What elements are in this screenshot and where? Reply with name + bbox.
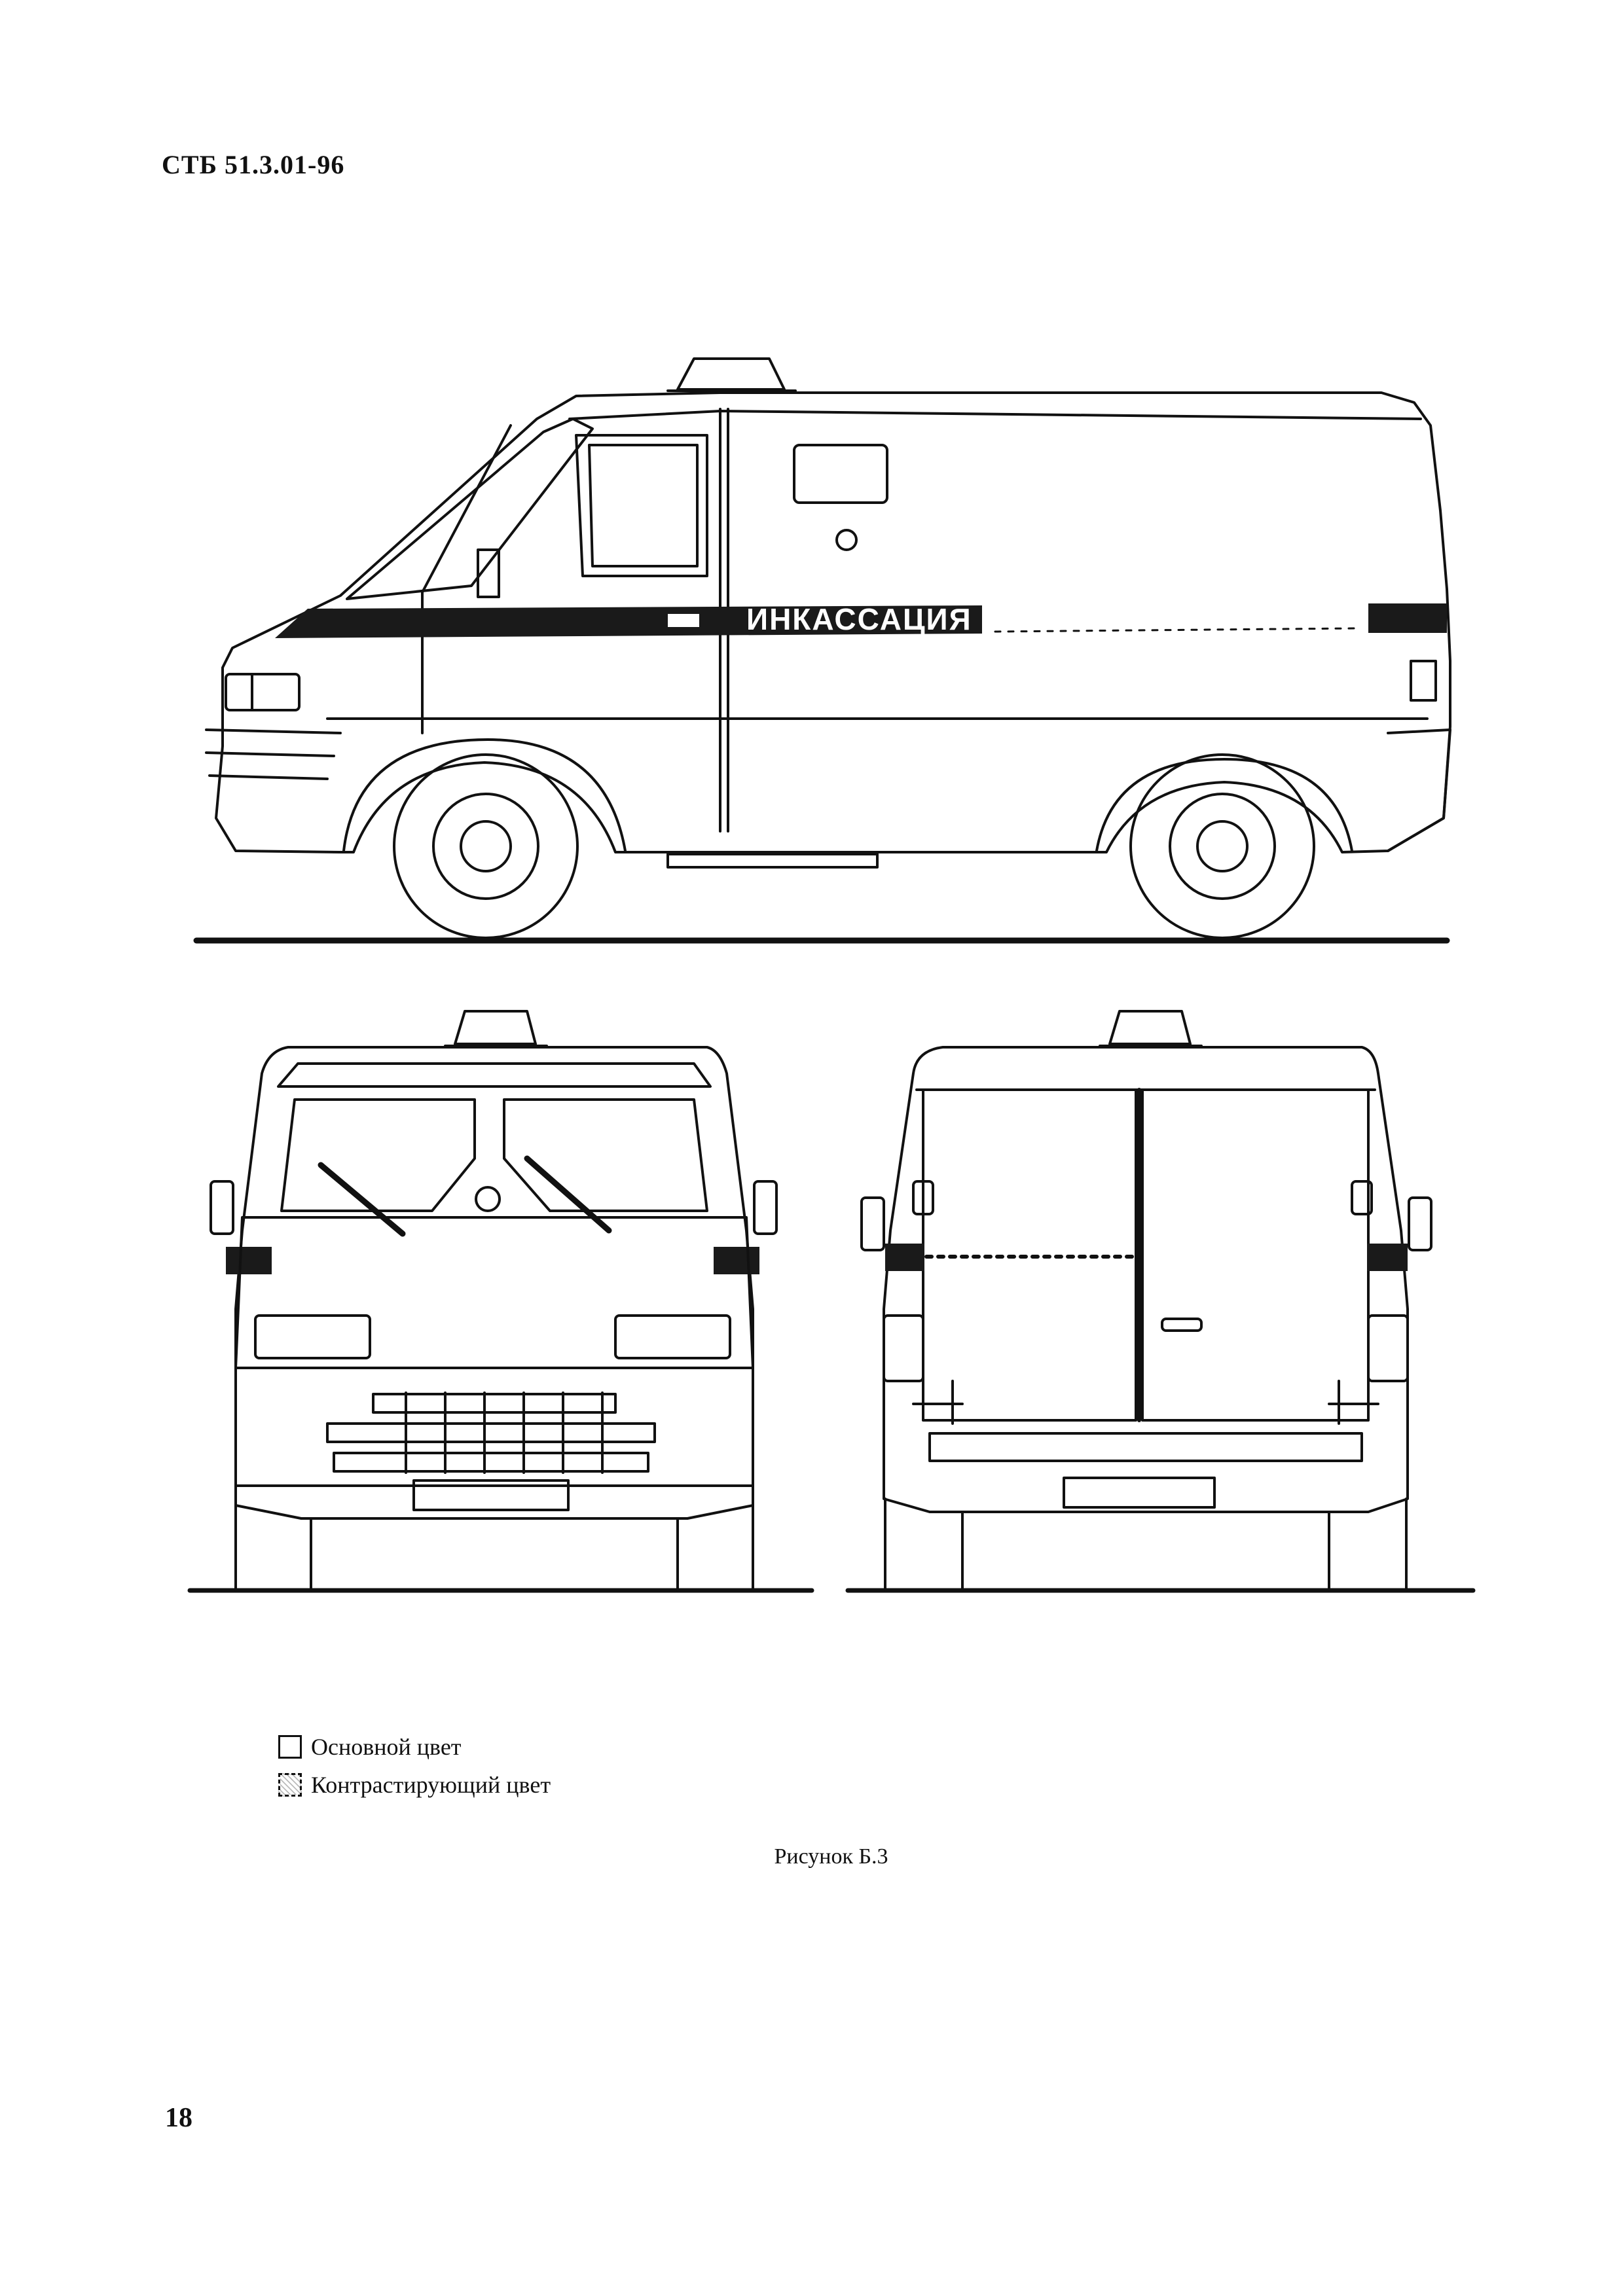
rear-taillight-left: [883, 1314, 924, 1382]
rear-lamp-left: [912, 1180, 934, 1215]
front-number-plate: [412, 1479, 570, 1511]
legend-item-contrast-color: Контрастирующий цвет: [278, 1766, 551, 1804]
side-body-outline: [215, 391, 1451, 853]
side-rear-bumper: [1387, 728, 1451, 852]
front-mirror-left: [210, 1180, 234, 1235]
side-rear-wheel-rim: [1169, 793, 1276, 900]
rear-door-right: [1141, 1088, 1370, 1422]
rear-number-plate: [1063, 1477, 1216, 1509]
side-front-bumper: [205, 728, 342, 780]
rear-mirror-left: [860, 1196, 885, 1251]
front-grille: [326, 1391, 656, 1474]
rear-mirror-right: [1408, 1196, 1432, 1251]
rear-wheel-right: [1328, 1498, 1408, 1592]
side-headlight: [225, 673, 301, 711]
rear-lamp-right: [1351, 1180, 1373, 1215]
side-rear-arch: [1095, 758, 1353, 852]
front-wiper-right: [524, 1155, 612, 1234]
legend-label: Контрастирующий цвет: [311, 1772, 551, 1798]
side-stripe-badge: [668, 614, 699, 627]
rear-wheel-left: [884, 1498, 964, 1592]
front-wheel-right: [676, 1504, 754, 1592]
figure-caption: Рисунок Б.3: [0, 1844, 1623, 1869]
side-roof-line: [568, 410, 1422, 420]
side-rear-light: [1410, 660, 1437, 702]
side-windshield: [346, 418, 594, 600]
side-front-wheel-hub: [460, 820, 512, 872]
side-sill: [666, 853, 879, 869]
side-cargo-lock: [835, 529, 858, 551]
main-color-swatch: [278, 1735, 302, 1759]
side-view: ИНКАССАЦИЯ: [193, 357, 1451, 944]
side-stripe-rear: [1368, 603, 1447, 633]
side-door-window: [575, 434, 708, 577]
side-contrast-stripe: [275, 605, 982, 638]
front-stripe-right: [714, 1247, 759, 1274]
document-header: СТБ 51.3.01-96: [162, 150, 345, 179]
contrast-color-swatch: [278, 1773, 302, 1797]
side-front-wheel-rim: [432, 793, 539, 900]
side-stripe-dashes: [994, 627, 1357, 633]
rear-roof-beacon: [1108, 1010, 1192, 1045]
front-stripe-left: [226, 1247, 272, 1274]
front-roof-inner: [277, 1062, 712, 1088]
rear-bumper: [928, 1432, 1363, 1462]
front-bonnet: [234, 1216, 754, 1369]
rear-taillight-right: [1367, 1314, 1409, 1382]
side-front-arch: [342, 738, 627, 852]
side-door-window-inner: [588, 444, 699, 567]
front-wiper-left: [318, 1162, 406, 1237]
front-headlight-left: [254, 1314, 371, 1359]
rear-stripe-left: [885, 1244, 924, 1271]
front-emblem: [475, 1186, 501, 1212]
side-front-wheel: [393, 753, 579, 939]
color-legend: Основной цвет Контрастирующий цвет: [278, 1728, 551, 1804]
side-rear-wheel: [1129, 753, 1315, 939]
side-mirror: [477, 548, 500, 598]
rear-door-handle: [1161, 1318, 1203, 1332]
caption-text: Рисунок Б.3: [774, 1844, 888, 1869]
rear-hinge-right: [1328, 1380, 1379, 1425]
front-windscreen-right: [503, 1098, 708, 1212]
rear-view: [845, 1010, 1476, 1593]
rear-hinge-left: [912, 1380, 964, 1425]
front-headlight-right: [614, 1314, 731, 1359]
front-windscreen-left: [280, 1098, 476, 1212]
side-label-text: ИНКАССАЦИЯ: [746, 602, 972, 636]
legend-label: Основной цвет: [311, 1734, 462, 1760]
legend-item-main-color: Основной цвет: [278, 1728, 551, 1766]
front-mirror-right: [753, 1180, 778, 1235]
front-roof-beacon: [454, 1010, 537, 1045]
side-rear-wheel-hub: [1196, 820, 1249, 872]
side-cargo-window: [793, 444, 888, 504]
front-body-outline: [234, 1046, 754, 1520]
front-wheel-left: [234, 1504, 312, 1592]
front-view: [187, 1010, 814, 1593]
rear-body-outline: [883, 1046, 1409, 1513]
side-roof-beacon: [676, 357, 786, 391]
rear-stripe-right: [1367, 1244, 1408, 1271]
page-number: 18: [165, 2103, 192, 2133]
side-cab-door-line: [421, 424, 512, 734]
